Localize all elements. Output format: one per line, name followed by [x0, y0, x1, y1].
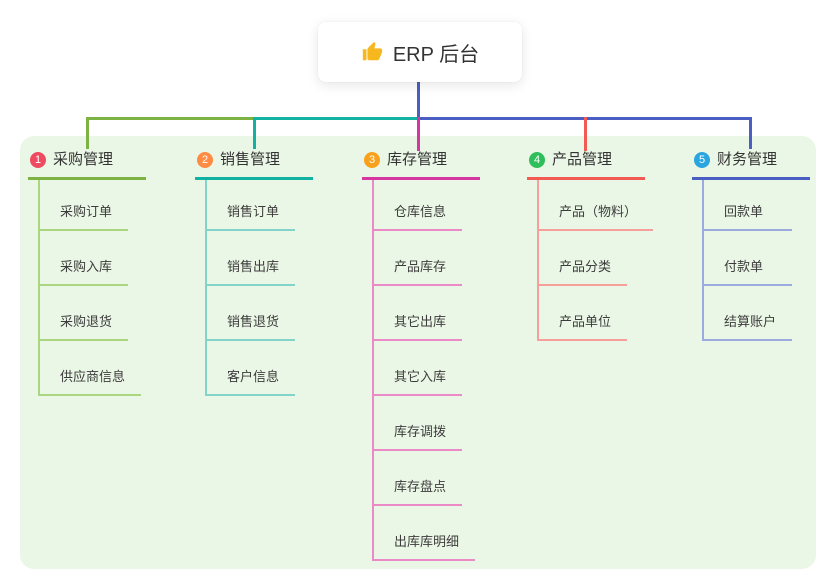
branch-purchase-title: 采购管理 [53, 151, 114, 168]
badge-2: 2 [197, 152, 213, 168]
node-product-stock[interactable]: 产品库存 [374, 231, 463, 286]
branch-finance-children: 回款单 付款单 结算账户 [702, 180, 810, 341]
connector-product-drop [584, 117, 587, 151]
node-purchase-order[interactable]: 采购订单 [40, 180, 129, 231]
branch-product-children: 产品（物料） 产品分类 产品单位 [537, 180, 654, 341]
node-customer-info[interactable]: 客户信息 [207, 341, 296, 396]
node-other-outbound[interactable]: 其它出库 [374, 286, 463, 341]
connector-root-drop [417, 82, 420, 119]
root-title: ERP 后台 [392, 43, 480, 66]
node-receipt-bill[interactable]: 回款单 [704, 180, 792, 231]
node-purchase-return[interactable]: 采购退货 [40, 286, 129, 341]
node-stock-count[interactable]: 库存盘点 [374, 451, 463, 506]
node-sales-order[interactable]: 销售订单 [207, 180, 296, 231]
branch-finance-header[interactable]: 5 财务管理 [692, 150, 810, 180]
node-sales-outbound[interactable]: 销售出库 [207, 231, 296, 286]
connector-finance-drop [749, 117, 752, 149]
branch-purchase: 1 采购管理 采购订单 采购入库 采购退货 供应商信息 [28, 150, 146, 396]
node-purchase-inbound[interactable]: 采购入库 [40, 231, 129, 286]
connector-sales-horizontal [253, 117, 420, 120]
node-supplier-info[interactable]: 供应商信息 [40, 341, 142, 396]
branch-purchase-header[interactable]: 1 采购管理 [28, 150, 146, 180]
branch-product-header[interactable]: 4 产品管理 [527, 150, 645, 180]
badge-1: 1 [30, 152, 46, 168]
badge-5: 5 [694, 152, 710, 168]
badge-4: 4 [529, 152, 545, 168]
branch-inventory-header[interactable]: 3 库存管理 [362, 150, 480, 180]
branch-inventory: 3 库存管理 仓库信息 产品库存 其它出库 其它入库 库存调拨 库存盘点 出库库… [362, 150, 480, 561]
node-product-material[interactable]: 产品（物料） [539, 180, 654, 231]
thumbs-up-icon [361, 41, 383, 63]
branch-sales-title: 销售管理 [220, 151, 281, 168]
node-outbound-detail[interactable]: 出库库明细 [374, 506, 476, 561]
branch-sales-header[interactable]: 2 销售管理 [195, 150, 313, 180]
branch-sales: 2 销售管理 销售订单 销售出库 销售退货 客户信息 [195, 150, 313, 396]
badge-3: 3 [364, 152, 380, 168]
branch-sales-children: 销售订单 销售出库 销售退货 客户信息 [205, 180, 313, 396]
connector-inventory-drop [417, 117, 420, 151]
node-stock-transfer[interactable]: 库存调拨 [374, 396, 463, 451]
root-node-erp[interactable]: ERP 后台 [318, 22, 522, 82]
connector-sales-drop [253, 117, 256, 149]
branch-inventory-children: 仓库信息 产品库存 其它出库 其它入库 库存调拨 库存盘点 出库库明细 [372, 180, 480, 561]
node-other-inbound[interactable]: 其它入库 [374, 341, 463, 396]
node-warehouse-info[interactable]: 仓库信息 [374, 180, 463, 231]
node-payment-bill[interactable]: 付款单 [704, 231, 792, 286]
branches-background-panel [20, 136, 816, 569]
branch-finance-title: 财务管理 [717, 151, 778, 168]
node-settlement-account[interactable]: 结算账户 [704, 286, 793, 341]
branch-product: 4 产品管理 产品（物料） 产品分类 产品单位 [527, 150, 654, 341]
connector-purchase-horizontal [86, 117, 256, 120]
branch-product-title: 产品管理 [552, 151, 613, 168]
connector-purchase-drop [86, 117, 89, 149]
branch-purchase-children: 采购订单 采购入库 采购退货 供应商信息 [38, 180, 146, 396]
branch-finance: 5 财务管理 回款单 付款单 结算账户 [692, 150, 810, 341]
node-sales-return[interactable]: 销售退货 [207, 286, 296, 341]
node-product-unit[interactable]: 产品单位 [539, 286, 628, 341]
branch-inventory-title: 库存管理 [387, 151, 448, 168]
node-product-category[interactable]: 产品分类 [539, 231, 628, 286]
